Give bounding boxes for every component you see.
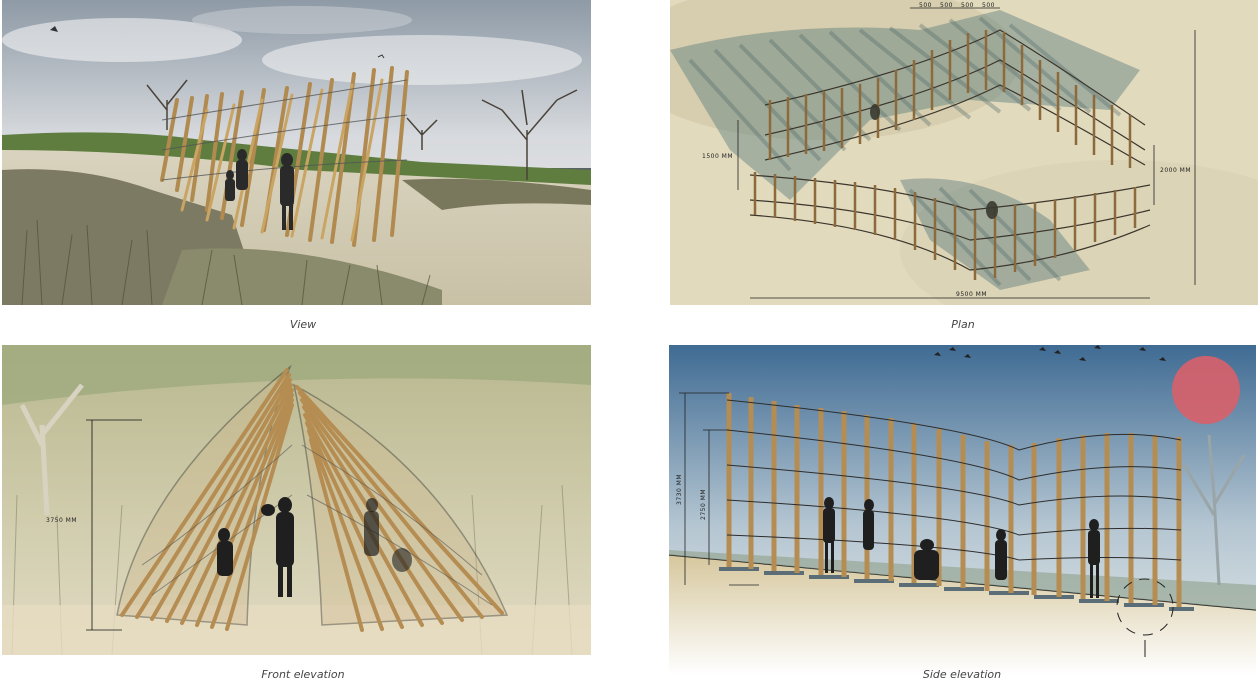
- plan-dim-top-1: 500: [919, 2, 932, 9]
- side-dim-inner: 2750 MM: [700, 489, 707, 520]
- caption-plan: Plan: [951, 318, 975, 331]
- caption-side: Side elevation: [922, 668, 1002, 681]
- caption-view: View: [289, 318, 317, 331]
- side-elevation-drawing: 3730 MM 2750 MM: [669, 345, 1256, 675]
- caption-front: Front elevation: [261, 668, 345, 681]
- plan-dim-top-2: 500: [940, 2, 953, 9]
- side-dim-outer: 3730 MM: [676, 474, 683, 505]
- plan-dim-top-4: 500: [982, 2, 995, 9]
- plan-dim-bottom: 9500 MM: [956, 291, 987, 298]
- plan-dim-right: 2000 MM: [1160, 167, 1191, 174]
- plan-drawing: 500 500 500 500 1500 MM 2000 MM 9500 MM: [670, 0, 1258, 305]
- plan-dim-top-3: 500: [961, 2, 974, 9]
- front-dim-height: 3750 MM: [46, 517, 77, 524]
- front-elevation-drawing: 3750 MM: [2, 345, 591, 655]
- plan-dim-left: 1500 MM: [702, 153, 733, 160]
- view-render: [2, 0, 591, 305]
